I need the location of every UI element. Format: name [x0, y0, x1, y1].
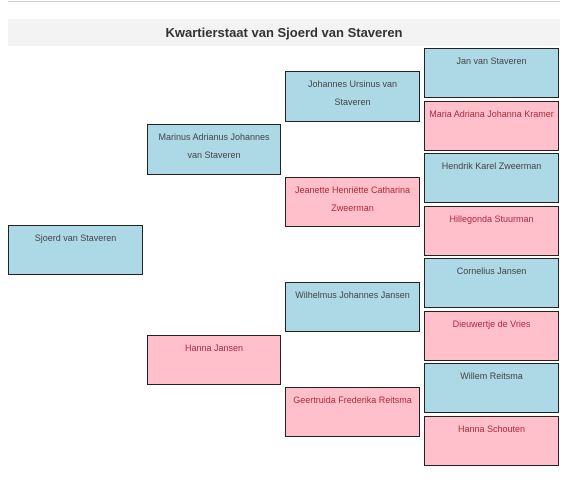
person-ggf-1[interactable]: Jan van Staveren	[424, 48, 559, 98]
person-ggf-1-name: Jan van Staveren	[456, 56, 527, 66]
person-maternal-grandfather-name: Wilhelmus Johannes Jansen	[295, 290, 410, 300]
person-root-name: Sjoerd van Staveren	[34, 233, 117, 243]
person-maternal-grandmother[interactable]: Geertruida Frederika Reitsma	[285, 387, 420, 437]
person-ggf-4-name: Willem Reitsma	[460, 371, 523, 381]
person-ggf-3[interactable]: Cornelius Jansen	[424, 258, 559, 308]
title-bar: Kwartierstaat van Sjoerd van Staveren	[8, 19, 560, 46]
person-ggf-2[interactable]: Hendrik Karel Zweerman	[424, 153, 559, 203]
page-title: Kwartierstaat van Sjoerd van Staveren	[165, 25, 403, 40]
person-ggm-1[interactable]: Maria Adriana Johanna Kramer	[424, 101, 559, 151]
person-father[interactable]: Marinus Adrianus Johannes van Staveren	[147, 124, 281, 175]
person-paternal-grandfather[interactable]: Johannes Ursinus van Staveren	[285, 71, 420, 122]
person-ggf-2-name: Hendrik Karel Zweerman	[441, 161, 542, 171]
person-mother-name: Hanna Jansen	[184, 343, 244, 353]
person-ggm-2[interactable]: Hillegonda Stuurman	[424, 206, 559, 256]
person-ggf-3-name: Cornelius Jansen	[456, 266, 527, 276]
person-ggm-2-name: Hillegonda Stuurman	[449, 214, 534, 224]
person-mother[interactable]: Hanna Jansen	[147, 335, 281, 385]
person-paternal-grandmother-name: Jeanette Henriëtte Catharina Zweerman	[294, 185, 411, 213]
person-paternal-grandmother[interactable]: Jeanette Henriëtte Catharina Zweerman	[285, 177, 420, 227]
person-maternal-grandfather[interactable]: Wilhelmus Johannes Jansen	[285, 282, 420, 332]
person-root[interactable]: Sjoerd van Staveren	[8, 225, 143, 275]
person-paternal-grandfather-name: Johannes Ursinus van Staveren	[307, 79, 398, 107]
person-ggm-4-name: Hanna Schouten	[457, 424, 526, 434]
person-father-name: Marinus Adrianus Johannes van Staveren	[158, 132, 270, 160]
person-ggm-3[interactable]: Dieuwertje de Vries	[424, 311, 559, 361]
person-ggm-3-name: Dieuwertje de Vries	[452, 319, 531, 329]
person-ggm-4[interactable]: Hanna Schouten	[424, 416, 559, 466]
person-ggm-1-name: Maria Adriana Johanna Kramer	[429, 109, 554, 119]
person-maternal-grandmother-name: Geertruida Frederika Reitsma	[293, 395, 412, 405]
top-divider	[8, 1, 560, 2]
person-ggf-4[interactable]: Willem Reitsma	[424, 363, 559, 413]
